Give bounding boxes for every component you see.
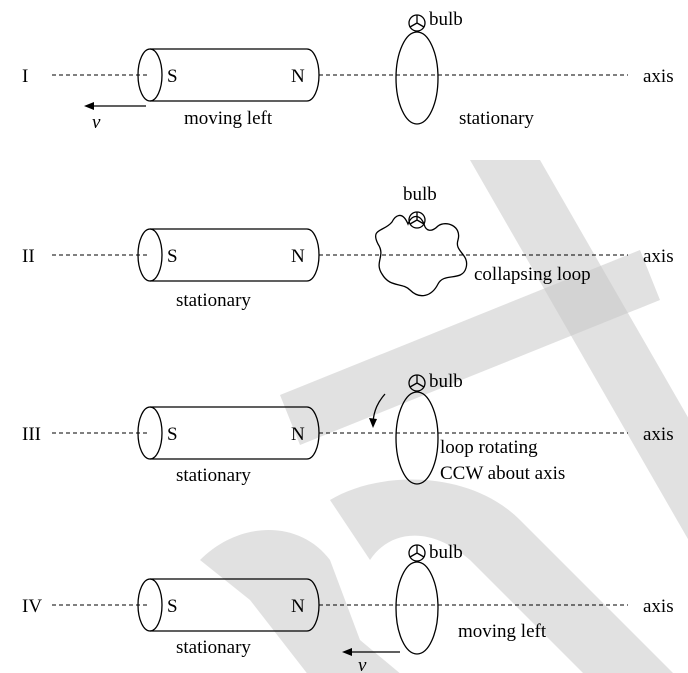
bulb-label: bulb bbox=[429, 542, 463, 563]
magnet-state-label: stationary bbox=[176, 637, 251, 658]
magnet-end-face bbox=[137, 578, 163, 632]
velocity-label: v bbox=[92, 112, 101, 133]
magnet-north-label: N bbox=[291, 246, 305, 267]
magnet-south-label: S bbox=[167, 424, 178, 445]
magnet-south-label: S bbox=[167, 596, 178, 617]
panel-III: III S N axis stationary bulb loop rotati… bbox=[22, 371, 674, 486]
velocity-arrow bbox=[342, 648, 400, 656]
loop-state-label: collapsing loop bbox=[474, 264, 591, 285]
panel-label: IV bbox=[22, 596, 42, 617]
axis-label: axis bbox=[643, 424, 674, 445]
magnet-state-label: stationary bbox=[176, 465, 251, 486]
wire-loop bbox=[395, 391, 439, 485]
watermark-logo bbox=[200, 160, 688, 673]
axis-label: axis bbox=[643, 66, 674, 87]
panel-label: II bbox=[22, 246, 35, 267]
magnet-north-label: N bbox=[291, 596, 305, 617]
magnet-end-face bbox=[137, 228, 163, 282]
velocity-label: v bbox=[358, 655, 367, 673]
loop-state-label-line1: loop rotating bbox=[440, 437, 538, 458]
bulb-icon bbox=[408, 14, 426, 32]
velocity-arrow bbox=[84, 102, 146, 110]
bulb-label: bulb bbox=[429, 9, 463, 30]
magnet-state-label: stationary bbox=[176, 290, 251, 311]
magnet-end-face bbox=[137, 406, 163, 460]
magnet-south-label: S bbox=[167, 246, 178, 267]
loop-state-label-line2: CCW about axis bbox=[440, 463, 565, 484]
watermark-stroke-2 bbox=[280, 250, 660, 445]
wire-loop bbox=[395, 31, 439, 125]
bulb-icon bbox=[408, 544, 426, 562]
bulb-icon bbox=[408, 374, 426, 392]
magnet-end-face bbox=[137, 48, 163, 102]
bulb-label: bulb bbox=[403, 184, 437, 205]
panel-label: I bbox=[22, 66, 28, 87]
bulb-icon bbox=[408, 211, 426, 229]
watermark-stroke-3 bbox=[330, 479, 673, 673]
rotation-arrow bbox=[369, 393, 386, 428]
panel-I: I S N axis v moving left bulb stationary bbox=[22, 9, 674, 133]
collapsing-loop bbox=[375, 214, 468, 297]
wire-loop bbox=[395, 561, 439, 655]
magnet-south-label: S bbox=[167, 66, 178, 87]
axis-label: axis bbox=[643, 246, 674, 267]
magnet-north-label: N bbox=[291, 66, 305, 87]
panel-II: II S N axis stationary bulb collapsing l… bbox=[22, 184, 674, 311]
magnet-state-label: moving left bbox=[184, 108, 273, 129]
panel-label: III bbox=[22, 424, 41, 445]
watermark-stroke-4 bbox=[200, 530, 400, 673]
bulb-label: bulb bbox=[429, 371, 463, 392]
loop-state-label: moving left bbox=[458, 621, 547, 642]
axis-label: axis bbox=[643, 596, 674, 617]
loop-state-label: stationary bbox=[459, 108, 534, 129]
panel-IV: IV S N axis stationary bulb moving left … bbox=[22, 542, 674, 673]
magnet-north-label: N bbox=[291, 424, 305, 445]
bar-magnet: S N bbox=[137, 228, 320, 282]
bar-magnet: S N bbox=[137, 48, 320, 102]
